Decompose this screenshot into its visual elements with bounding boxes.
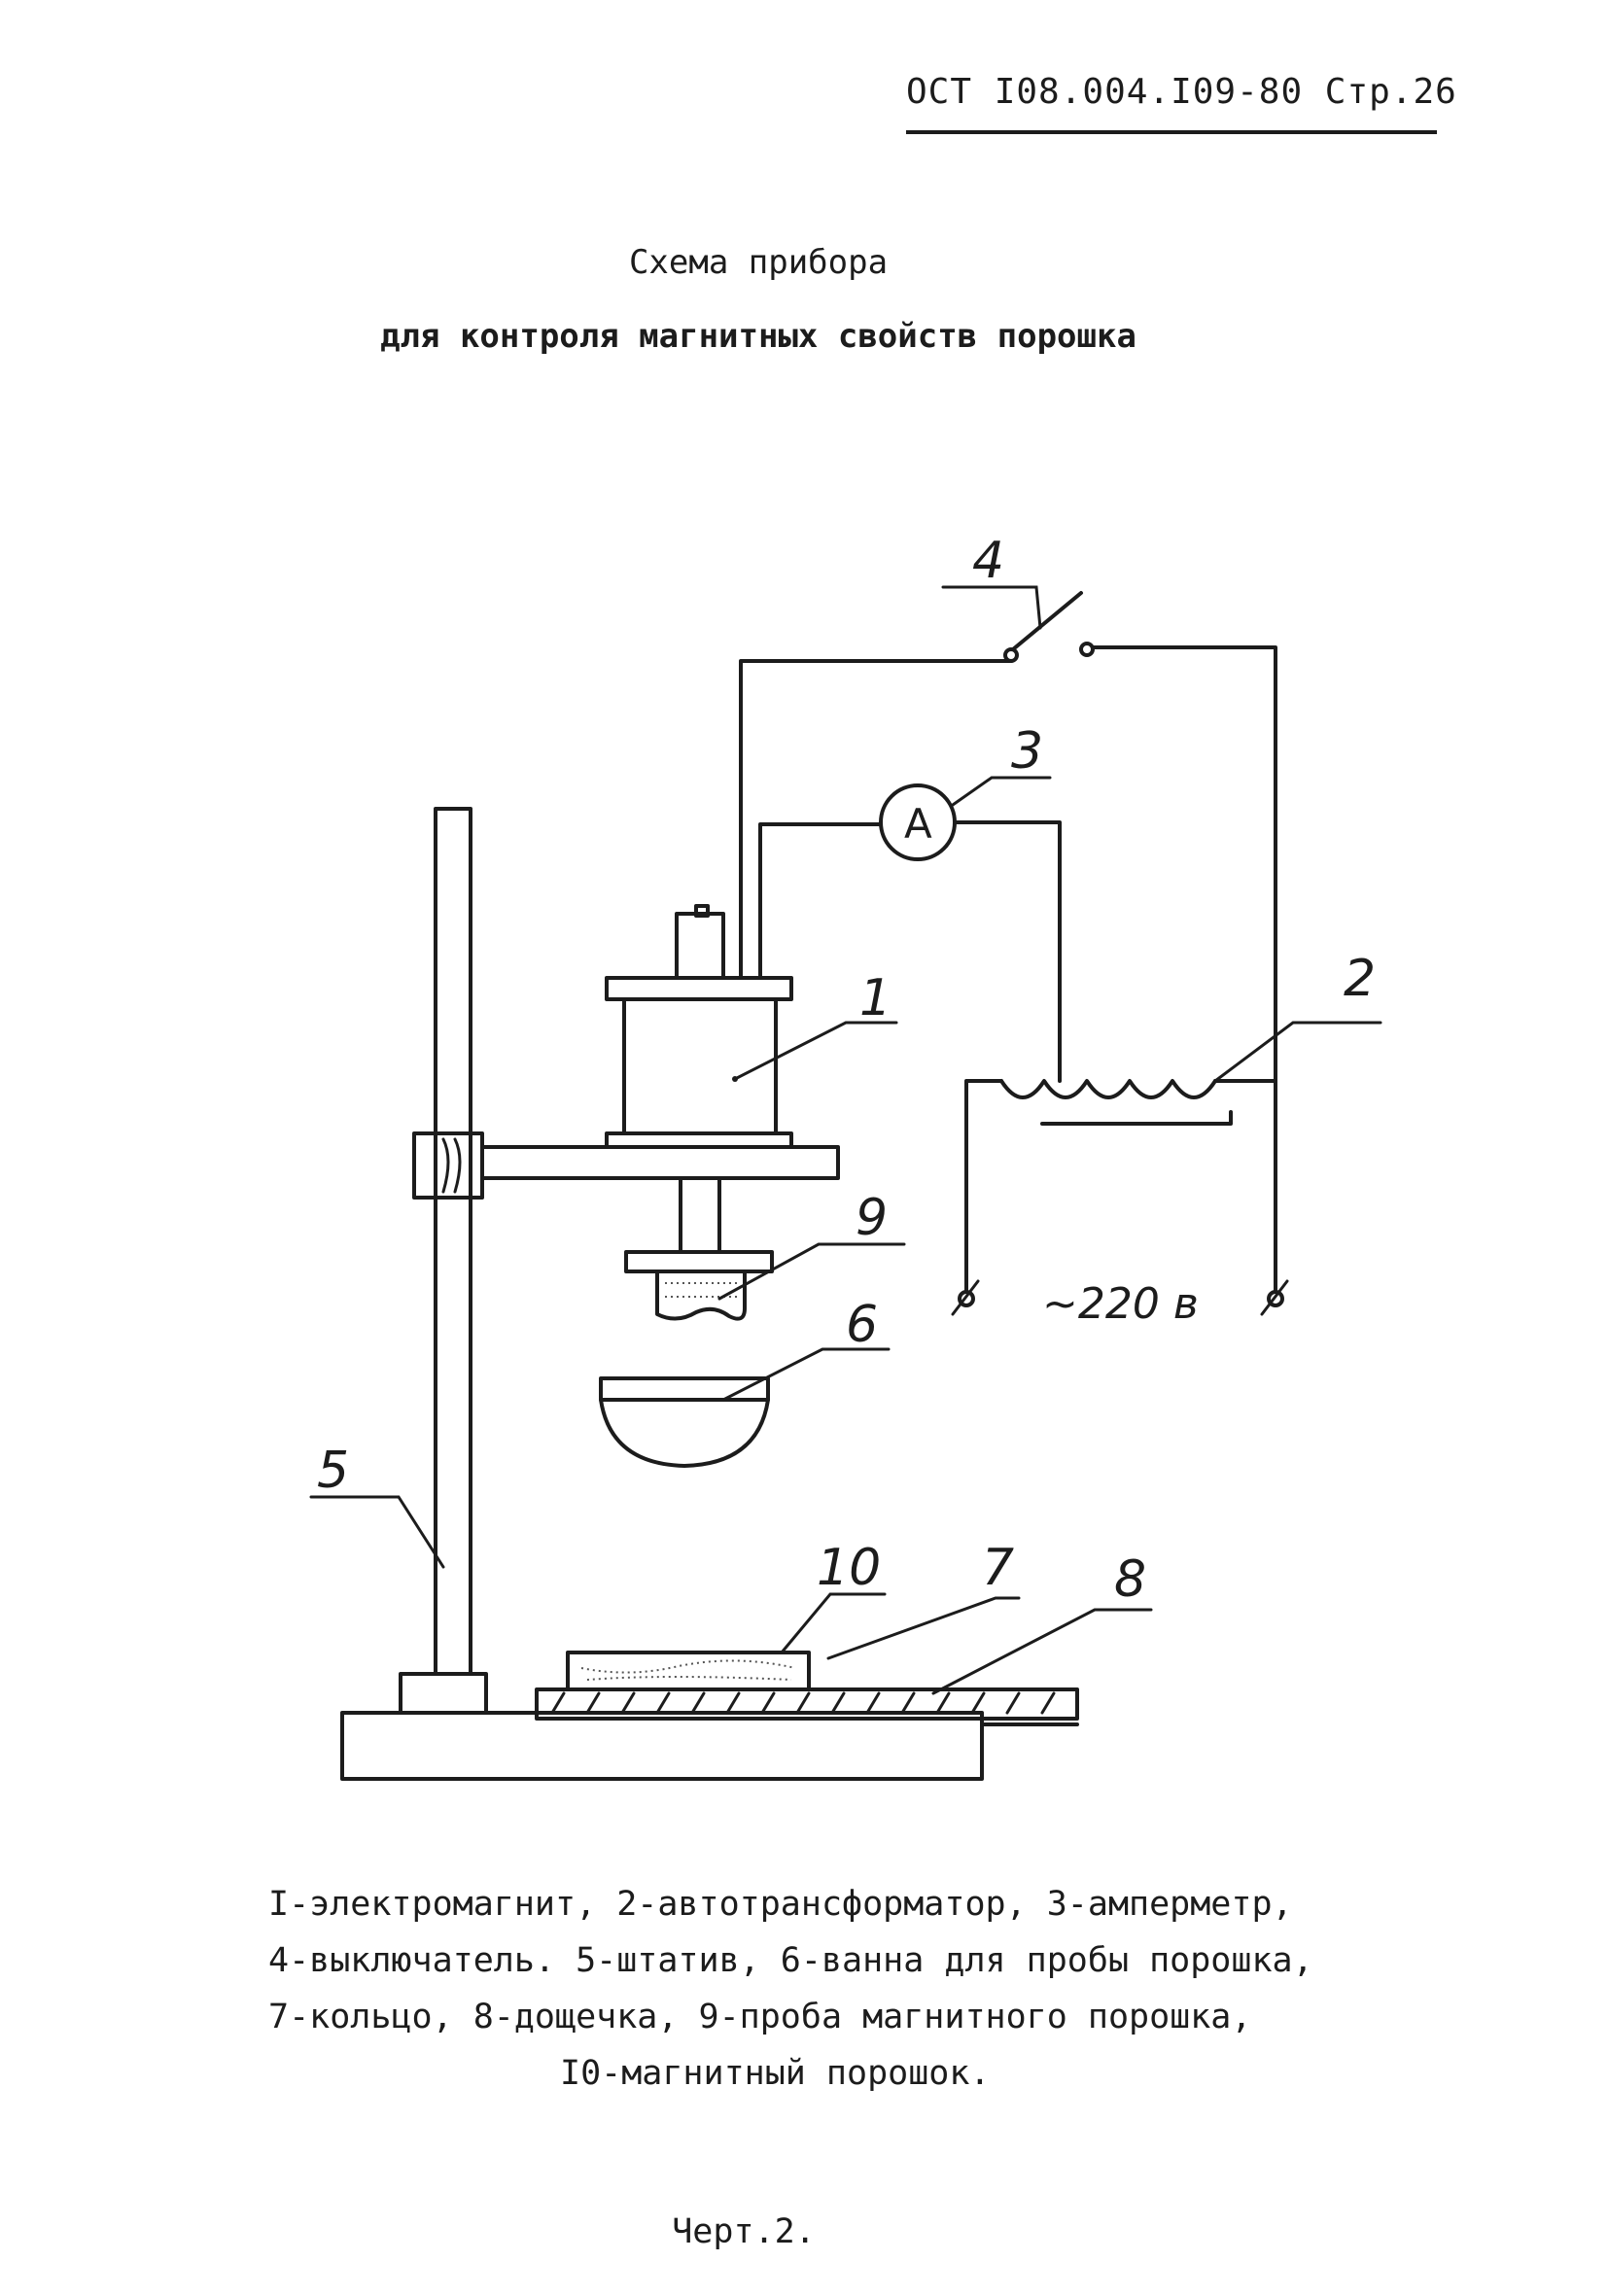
- label-sample: 9: [856, 1189, 888, 1247]
- powder-bath: [599, 1376, 770, 1468]
- parts-legend: I-электромагнит, 2-автотрансформатор, 3-…: [268, 1876, 1313, 2102]
- ammeter-symbol: A: [904, 800, 932, 848]
- label-bath: 6: [846, 1296, 878, 1354]
- legend-line-2: 4-выключатель. 5-штатив, 6-ванна для про…: [268, 1941, 1313, 1980]
- diagram-title-line-2: для контроля магнитных свойств порошка: [380, 317, 1136, 356]
- ring-with-powder: [566, 1651, 811, 1691]
- label-switch: 4: [972, 532, 1004, 590]
- electromagnet: [605, 904, 793, 1149]
- document-code: ОСТ I08.004.I09-80 Стр.26: [906, 72, 1457, 112]
- header-underline: [906, 130, 1437, 134]
- leader-lines: [309, 585, 1382, 1695]
- label-powder: 10: [817, 1539, 881, 1597]
- label-ammeter: 3: [1011, 722, 1043, 781]
- figure-caption: Черт.2.: [672, 2212, 816, 2251]
- circuit-wiring: [739, 591, 1289, 1316]
- voltage-label: ~220 в: [1042, 1279, 1199, 1329]
- stand-base: [340, 1711, 1079, 1781]
- label-autotransformer: 2: [1344, 950, 1376, 1008]
- label-stand: 5: [317, 1442, 349, 1500]
- legend-line-1: I-электромагнит, 2-автотрансформатор, 3-…: [268, 1885, 1293, 1924]
- magnetic-sample-holder: [624, 1176, 774, 1321]
- stand-clamp-arm: [412, 1131, 840, 1200]
- legend-line-4: I0-магнитный порошок.: [560, 2054, 991, 2093]
- diagram-title-line-1: Схема прибора: [628, 243, 889, 282]
- label-electromagnet: 1: [859, 969, 891, 1027]
- stand-rod: [399, 807, 488, 1715]
- legend-line-3: 7-кольцо, 8-дощечка, 9-проба магнитного …: [268, 1998, 1252, 2036]
- label-ring: 7: [982, 1539, 1014, 1597]
- label-board: 8: [1114, 1550, 1146, 1609]
